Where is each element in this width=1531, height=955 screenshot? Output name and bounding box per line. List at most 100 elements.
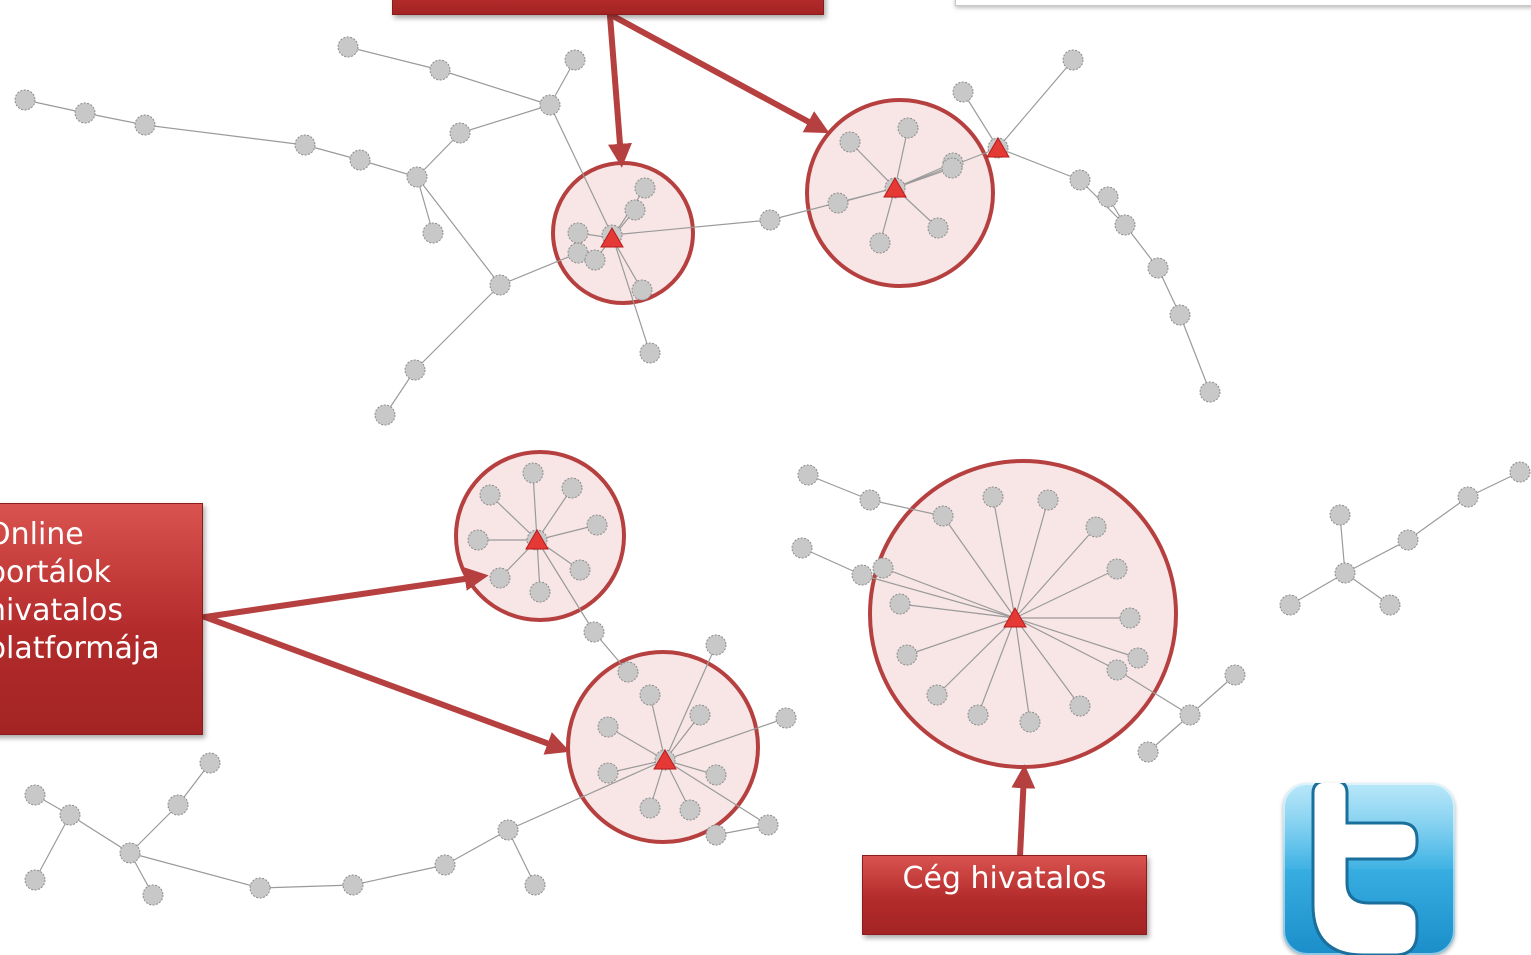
graph-node-dot [539,94,561,116]
graph-node-dot [342,874,364,896]
graph-node-dot [851,564,873,586]
graph-node-dot [1119,607,1141,629]
graph-edge [414,284,501,371]
graph-node-dot [932,505,954,527]
graph-node-dot [1199,381,1221,403]
graph-node-dot [597,716,619,738]
graph-nodes [14,36,1531,906]
graph-edge [1014,568,1118,619]
graph-node-dot [639,797,661,819]
callout-line-1: Online [0,517,84,552]
graph-edge [649,694,666,761]
graph-node-dot [1085,516,1107,538]
graph-node-dot [624,199,646,221]
graph-node-dot [479,484,501,506]
graph-node-dot [797,464,819,486]
network-graph [14,13,1531,906]
graph-node-dot [634,177,656,199]
graph-node-dot [497,819,519,841]
graph-node-dot [639,342,661,364]
graph-edge [611,234,651,354]
graph-edge [1407,496,1469,541]
graph-edge [962,91,999,149]
graph-node-dot [705,764,727,786]
graph-edge [977,617,1016,716]
graph-node-dot [489,567,511,589]
graph-node-dot [1114,214,1136,236]
graph-node-dot [1069,169,1091,191]
graph-node-dot [1179,704,1201,726]
graph-node-dot [1224,664,1246,686]
graph-node-dot [294,134,316,156]
callout-line-4: platformája [0,631,160,666]
graph-node-dot [119,842,141,864]
graph-node-dot [449,122,471,144]
graph-edge [439,69,551,106]
graph-node-dot [597,762,619,784]
graph-node-dot [1379,594,1401,616]
graph-node-dot [249,877,271,899]
graph-node-dot [1279,594,1301,616]
graph-edge [1014,617,1139,659]
graph-edge [801,547,863,576]
graph-node-dot [583,621,605,643]
graph-node-dot [564,49,586,71]
hub-triangle-icon [525,529,549,550]
graph-node-dot [827,192,849,214]
graph-edge [347,46,441,71]
graph-edge [997,147,1081,181]
graph-edge [507,759,666,831]
company-official-callout: Cég hivatalos [862,855,1147,935]
graph-edge [1189,674,1236,716]
graph-node-dot [1106,659,1128,681]
graph-node-dot [584,249,606,271]
graph-node-dot [567,222,589,244]
graph-node-dot [24,869,46,891]
graph-node-dot [1127,647,1149,669]
graph-edge [536,539,595,633]
graph-node-dot [561,477,583,499]
graph-node-dot [59,804,81,826]
graph-node-dot [859,489,881,511]
graph-node-dot [1334,562,1356,584]
graph-node-dot [791,537,813,559]
graph-node-dot [24,784,46,806]
graph-node-dot [1037,489,1059,511]
graph-node-dot [524,874,546,896]
graph-edge [1344,539,1409,574]
graph-node-dot [872,557,894,579]
graph-edges [24,46,1521,896]
graph-node-dot [705,824,727,846]
graph-edge [899,603,1016,619]
top-right-frame [955,0,1531,6]
graph-edge [259,884,354,889]
graph-node-dot [1097,186,1119,208]
graph-node-dot [775,707,797,729]
graph-node-dot [529,581,551,603]
graph-node-dot [869,232,891,254]
graph-edge [1014,526,1097,619]
graph-edge [499,252,579,286]
graph-node-dot [631,279,653,301]
callout-arrow [1011,764,1036,859]
graph-node-dot [689,704,711,726]
graph-edge [352,864,446,886]
hub-triangle-icon [600,227,624,248]
graph-node-dot [134,114,156,136]
graph-node-dot [967,704,989,726]
hub-triangle-icon [986,137,1010,158]
graph-node-dot [586,514,608,536]
graph-node-dot [1397,529,1419,551]
hub-nodes [525,137,1027,770]
graph-node-dot [982,486,1004,508]
graph-edge [1014,617,1031,723]
graph-node-dot [757,814,779,836]
graph-node-dot [705,634,727,656]
graph-node-dot [759,209,781,231]
graph-node-dot [14,89,36,111]
graph-node-dot [429,59,451,81]
graph-edge [869,499,944,517]
graph-node-dot [1169,304,1191,326]
hub-triangle-icon [883,177,907,198]
graph-edge [489,494,538,541]
